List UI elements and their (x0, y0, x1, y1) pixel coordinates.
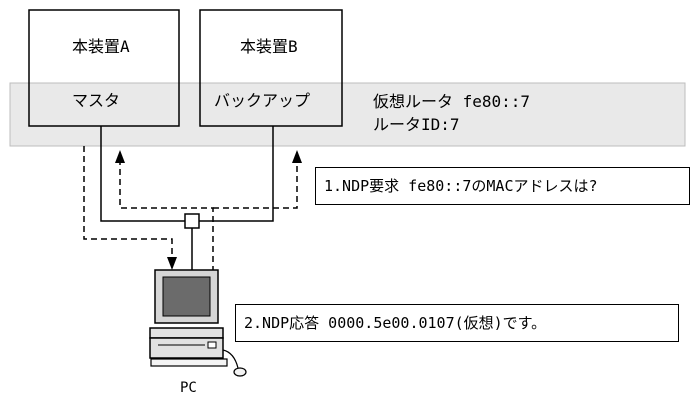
device-a-name: 本装置A (72, 37, 130, 56)
virtual-router-address: 仮想ルータ fe80::7 (373, 92, 531, 111)
pc-label: PC (180, 380, 197, 396)
device-b-role: バックアップ (214, 91, 311, 110)
virtual-router-band (9, 82, 686, 147)
link-device-b-switch (199, 126, 274, 222)
ndp-request-callout: 1.NDP要求 fe80::7のMACアドレスは? (315, 167, 690, 205)
virtual-router-id: ルータID:7 (373, 115, 460, 134)
switch-node (184, 213, 200, 229)
pc-icon (149, 269, 247, 377)
device-b-name: 本装置B (240, 37, 298, 56)
arrow-up-device-b (292, 150, 302, 163)
device-b-box (199, 9, 343, 127)
arrow-up-device-a (115, 150, 125, 163)
ndp-response-callout: 2.NDP応答 0000.5e00.0107(仮想)です。 (235, 304, 679, 342)
ndp-request-flow (119, 163, 298, 282)
link-device-a-switch (100, 126, 185, 222)
device-a-box (28, 9, 180, 127)
ndp-response-flow (83, 146, 173, 257)
device-a-role: マスタ (72, 91, 121, 110)
arrow-down-pc (167, 257, 177, 270)
